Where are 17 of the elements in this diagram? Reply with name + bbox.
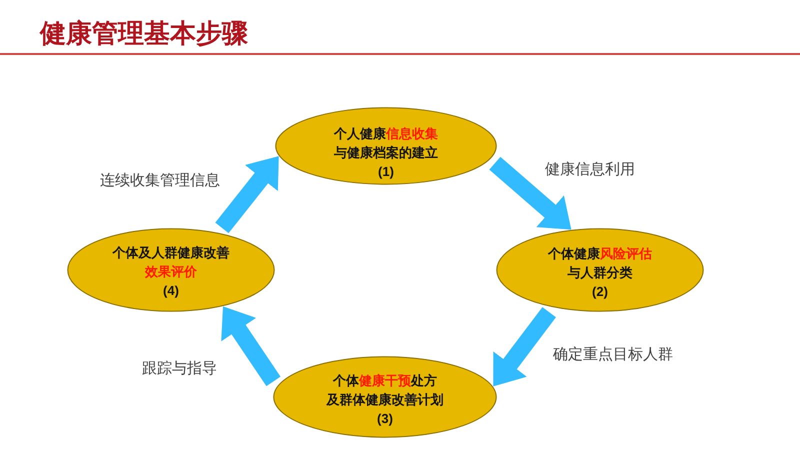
step-ellipse — [275, 107, 497, 185]
edge-label: 确定重点目标人群 — [553, 346, 673, 364]
step-number: (4) — [163, 282, 179, 300]
step-ellipse — [67, 228, 275, 312]
step-ellipse — [273, 356, 497, 438]
step-number: (3) — [377, 410, 393, 428]
step-number: (1) — [378, 162, 394, 180]
step-text: 个体健康风险评估与人群分类 — [548, 244, 652, 282]
step-text: 个体健康干预处方及群体健康改善计划 — [326, 372, 444, 408]
step-ellipse — [496, 228, 704, 312]
step-text: 个体及人群健康改善效果评价 — [112, 244, 230, 280]
step-text: 个人健康信息收集与健康档案的建立 — [334, 124, 438, 162]
edge-label: 健康信息利用 — [545, 161, 635, 179]
slide-title: 健康管理基本步骤 — [40, 17, 248, 50]
edge-label: 连续收集管理信息 — [100, 172, 220, 190]
step-number: (2) — [592, 282, 608, 300]
edge-label: 跟踪与指导 — [142, 360, 217, 378]
